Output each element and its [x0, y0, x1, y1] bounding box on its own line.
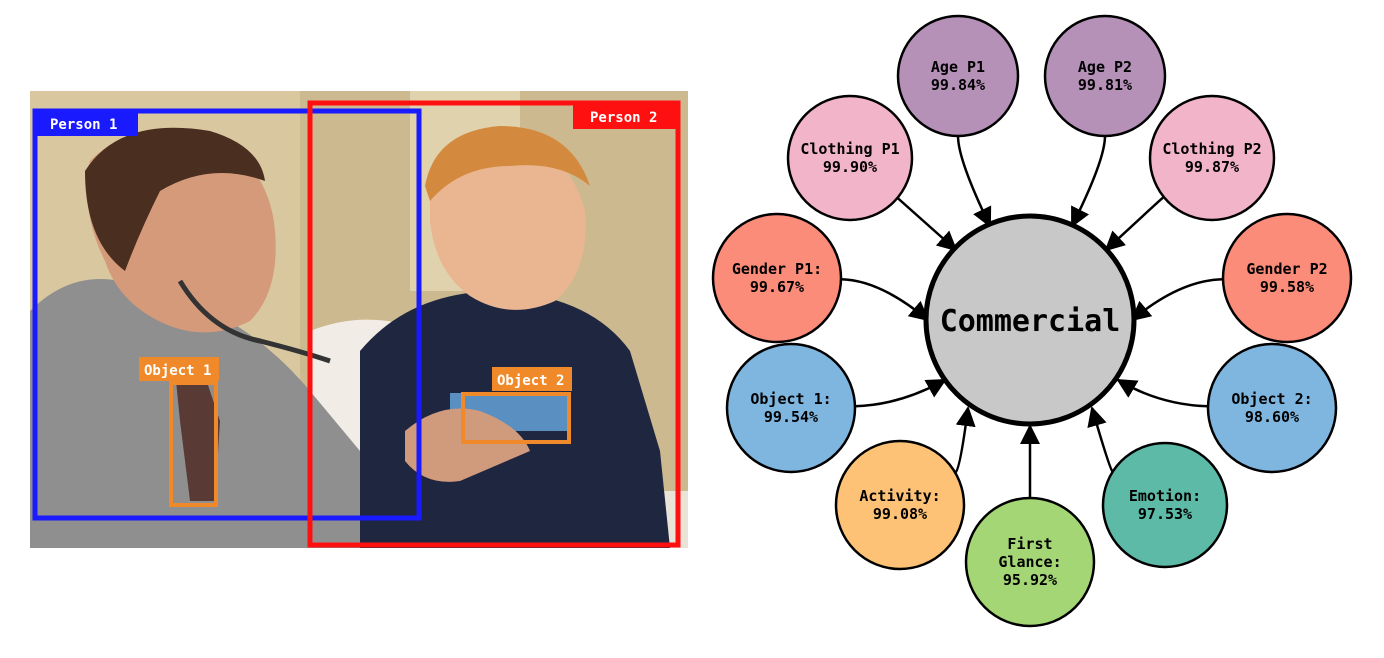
node-label-activity-0: Activity: [859, 487, 940, 505]
edge-gender-p1 [840, 277, 930, 322]
node-label-first-glance-1: Glance: [998, 553, 1061, 571]
person-1-box [32, 108, 422, 521]
node-circle-object-2 [1206, 342, 1338, 474]
node-label-gender-p2-1: 99.58% [1260, 278, 1314, 296]
node-label-clothing-p2-1: 99.87% [1185, 158, 1239, 176]
node-label-activity-1: 99.08% [873, 505, 927, 523]
node-label-age-p1-0: Age P1 [931, 58, 985, 76]
node-circle-age-p1 [896, 14, 1020, 138]
node-circle-age-p2 [1043, 14, 1167, 138]
node-circle-object-1 [725, 342, 857, 474]
object-1-label: Object 1 [144, 363, 211, 379]
edge-gender-p2 [1130, 277, 1224, 322]
boy-face [430, 141, 586, 310]
node-circle-clothing-p1 [786, 94, 914, 222]
node-activity: Activity:99.08% [834, 439, 966, 571]
man-hair [85, 127, 265, 271]
node-label-object-1-0: Object 1: [750, 390, 831, 408]
node-circle-gender-p2 [1221, 212, 1353, 344]
object-1-label-bg [139, 357, 219, 381]
man-hand [405, 408, 530, 482]
node-label-object-2-0: Object 2: [1231, 390, 1312, 408]
node-label-gender-p2-0: Gender P2 [1246, 260, 1327, 278]
photo-canvas: Person 1 Person 2 Object 1 Object 2 [30, 91, 688, 548]
node-label-age-p2-0: Age P2 [1078, 58, 1132, 76]
object-2-box [461, 392, 571, 444]
node-circle-first-glance [964, 496, 1096, 628]
edge-clothing-p1 [896, 196, 958, 252]
edge-clothing-p2 [1104, 195, 1165, 252]
center-circle [923, 213, 1137, 427]
node-circle-activity [834, 439, 966, 571]
person-2-label: Person 2 [590, 110, 657, 126]
node-label-emotion-1: 97.53% [1138, 505, 1192, 523]
edge-object-1 [854, 378, 947, 408]
node-label-emotion-0: Emotion: [1129, 487, 1201, 505]
node-emotion: Emotion:97.53% [1101, 441, 1229, 569]
node-label-first-glance-0: First [1007, 535, 1052, 553]
person-1-label-bg [33, 110, 138, 136]
node-circle-gender-p1 [711, 212, 843, 344]
node-gender-p1: Gender P1:99.67% [711, 212, 843, 344]
boy-hair [425, 126, 590, 201]
person-2-box [307, 100, 681, 548]
man-shirt [30, 279, 430, 548]
node-object-1: Object 1:99.54% [725, 342, 857, 474]
object-1-box [169, 381, 218, 507]
annotated-photo: Person 1 Person 2 Object 1 Object 2 [30, 91, 688, 548]
node-label-object-2-1: 98.60% [1245, 408, 1299, 426]
edge-activity [954, 406, 976, 474]
man-tie [175, 361, 220, 501]
object-2-label: Object 2 [497, 373, 564, 389]
node-label-age-p1-1: 99.84% [931, 76, 985, 94]
node-label-gender-p1-0: Gender P1: [732, 260, 822, 278]
node-label-clothing-p1-1: 99.90% [823, 158, 877, 176]
node-object-2: Object 2:98.60% [1206, 342, 1338, 474]
edges [840, 135, 1224, 500]
edge-emotion [1087, 406, 1114, 473]
node-label-gender-p1-1: 99.67% [750, 278, 804, 296]
node-circle-clothing-p2 [1148, 94, 1276, 222]
person-1-label: Person 1 [50, 117, 117, 133]
object-2-label-bg [492, 367, 572, 391]
node-label-first-glance-2: 95.92% [1003, 571, 1057, 589]
person-2-label-bg [573, 103, 678, 129]
node-label-object-1-1: 99.54% [764, 408, 818, 426]
edge-object-2 [1116, 378, 1209, 408]
node-circle-emotion [1101, 441, 1229, 569]
node-label-clothing-p1-0: Clothing P1 [800, 140, 899, 158]
center-node: Commercial [923, 213, 1137, 427]
node-label-clothing-p2-0: Clothing P2 [1162, 140, 1261, 158]
edge-age-p2 [1070, 135, 1107, 228]
center-label: Commercial [940, 304, 1121, 339]
edge-age-p1 [956, 135, 992, 228]
node-label-age-p2-1: 99.81% [1078, 76, 1132, 94]
